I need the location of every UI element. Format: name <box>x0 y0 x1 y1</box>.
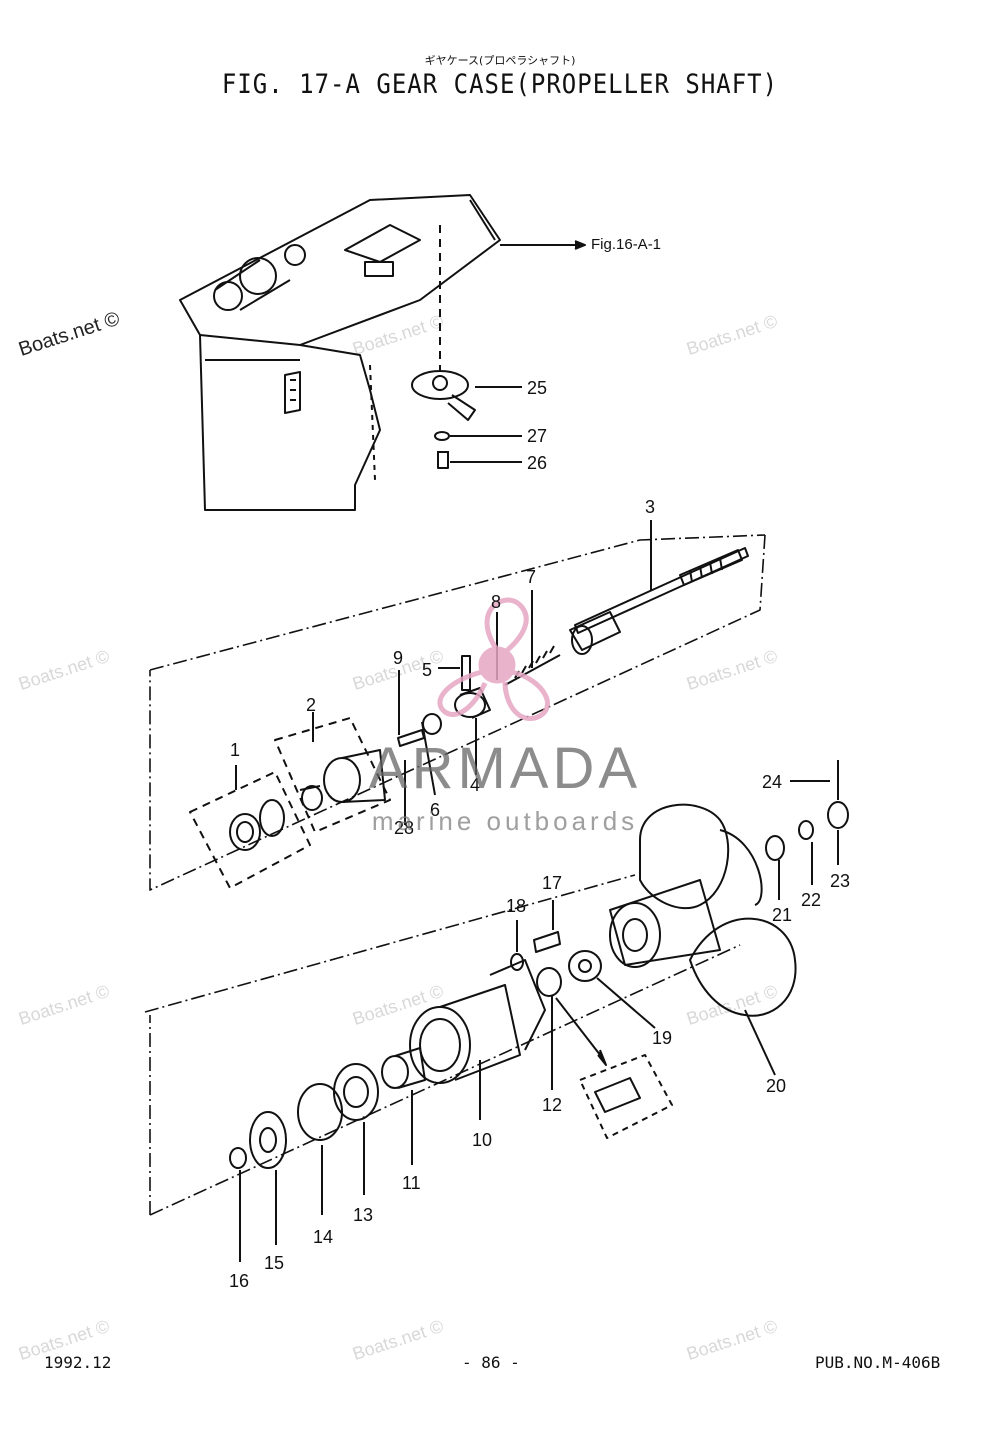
footer-page-number: - 86 - <box>462 1353 520 1372</box>
bearing-seal <box>189 765 311 889</box>
bearing-housing <box>409 959 546 1120</box>
callout-label: 18 <box>506 896 527 916</box>
callout-label: 4 <box>470 775 481 795</box>
callout-label: 3 <box>645 497 656 517</box>
callout-label: 21 <box>772 905 793 925</box>
armada-logo: ARMADA marine outboards <box>350 736 660 836</box>
callout-label: 24 <box>762 772 783 792</box>
logo-main-text: ARMADA <box>368 736 642 801</box>
armada-logo-mark <box>437 597 550 721</box>
callout-label: 27 <box>527 426 548 446</box>
callout-label: 23 <box>830 871 851 891</box>
callout-label: 7 <box>526 567 537 587</box>
callout-label: 5 <box>422 660 433 680</box>
callout-label: 19 <box>652 1028 673 1048</box>
callout-label: 11 <box>402 1173 421 1193</box>
page-title: FIG. 17-A GEAR CASE(PROPELLER SHAFT) <box>221 68 779 100</box>
callout-label: 22 <box>801 890 822 910</box>
propeller <box>609 803 797 1076</box>
callout-label: 8 <box>491 592 502 612</box>
forward-gear <box>274 712 406 833</box>
figure-reference: Fig.16-A-1 <box>591 236 662 253</box>
logo-sub-text: marine outboards <box>371 806 639 836</box>
callout-label: 13 <box>353 1205 374 1225</box>
dog-clutch <box>454 687 491 775</box>
callout-label: 20 <box>766 1076 787 1096</box>
callout-label: 12 <box>542 1095 563 1115</box>
propeller-shaft <box>569 520 749 655</box>
callout-label: 17 <box>542 873 563 893</box>
callout-label: 26 <box>527 453 548 473</box>
callout-label: 25 <box>527 378 548 398</box>
anode-assembly <box>411 370 522 469</box>
callout-label: 1 <box>230 740 241 760</box>
callout-label: 6 <box>430 800 441 820</box>
callout-label: 9 <box>393 648 404 668</box>
callout-label: 15 <box>264 1253 285 1273</box>
gear-case-housing <box>179 194 501 511</box>
callout-label: 16 <box>229 1271 250 1291</box>
callout-label: 28 <box>394 818 415 838</box>
footer-date: 1992.12 <box>44 1353 112 1372</box>
callout-label: 2 <box>306 695 317 715</box>
title-japanese: ギヤケース(プロペラシャフト) <box>424 54 576 67</box>
callout-label: 14 <box>313 1227 334 1247</box>
callout-label: 10 <box>472 1130 493 1150</box>
footer-publication-number: PUB.NO.M-406B <box>815 1353 941 1372</box>
